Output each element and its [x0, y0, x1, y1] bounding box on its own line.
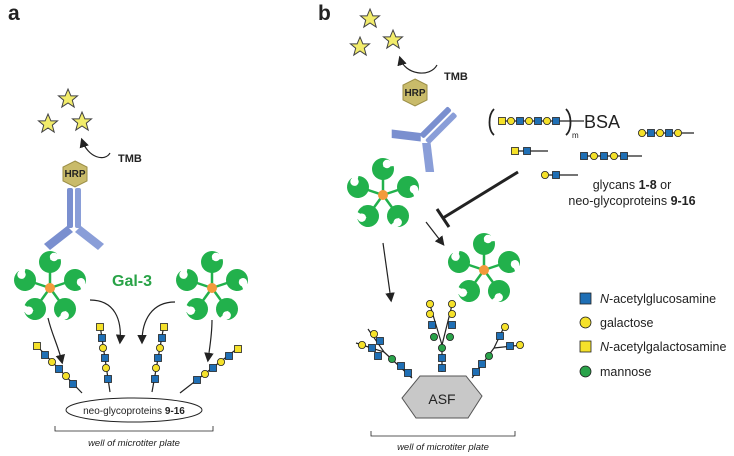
- arrow-b-down: [382, 242, 395, 303]
- hrp-label-a: HRP: [64, 169, 85, 180]
- neo-glycoprotein-oval: [65, 397, 203, 423]
- free-glycan-1: [638, 128, 694, 138]
- galectin-pentamer-right: [173, 251, 251, 324]
- stars-a: [38, 88, 92, 133]
- well-bracket-a: [54, 426, 214, 432]
- antibody-a: [44, 188, 104, 250]
- hrp-a: HRP: [62, 160, 88, 188]
- subscript-m: m: [572, 131, 579, 140]
- panel-label-b: b: [318, 2, 331, 25]
- bsa-label: BSA: [584, 112, 620, 132]
- well-bracket-b: [370, 431, 516, 437]
- legend-gal-icon: [579, 316, 592, 329]
- glycan-chain-a3: [151, 323, 168, 393]
- antibody-b: [387, 89, 474, 177]
- tmb-arrow-b: [397, 55, 438, 74]
- hrp-label-b: HRP: [404, 88, 425, 99]
- glycans-line1: glycans 1-8 or: [593, 178, 672, 192]
- arrow-a-3: [137, 301, 176, 345]
- legend-item-galnac: N-acetylgalactosamine: [600, 340, 726, 354]
- well-label-a: well of microtiter plate: [88, 438, 180, 449]
- hrp-b: HRP: [402, 78, 428, 107]
- galectin-pentamer-left: [11, 251, 89, 324]
- legend: N-acetylglucosamine galactose N-acetylga…: [579, 292, 726, 379]
- legend-item-glcnac: N-acetylglucosamine: [600, 292, 716, 306]
- neo-glycoproteins-label: neo-glycoproteins 9-16: [83, 406, 185, 417]
- tmb-label-b: TMB: [444, 71, 468, 83]
- gal3-label: Gal-3: [112, 273, 152, 290]
- inhibition-bar: [435, 208, 451, 228]
- galectin-pentamer-b-bottom: [445, 233, 523, 306]
- arrow-a-2: [89, 299, 126, 345]
- panel-label-a: a: [8, 2, 20, 25]
- free-glycan-2: [511, 147, 548, 155]
- free-glycan-3: [580, 151, 642, 161]
- tmb-label-a: TMB: [118, 153, 142, 165]
- galectin-pentamer-b-top: [344, 158, 422, 231]
- glycan-chain-a2: [96, 323, 112, 393]
- glycan-chain-a1: [33, 342, 83, 394]
- legend-item-man: mannose: [600, 365, 651, 379]
- asf-label: ASF: [428, 391, 455, 407]
- arrow-a-1: [47, 317, 66, 365]
- stars-b: [350, 8, 403, 56]
- glycan-bsa-conjugate: m BSA: [488, 108, 620, 140]
- arrow-b-diag: [425, 221, 445, 246]
- legend-item-gal: galactose: [600, 316, 654, 330]
- free-glycan-4: [541, 170, 578, 180]
- tmb-arrow-a: [79, 137, 111, 159]
- arrow-a-4: [204, 319, 214, 363]
- legend-man-icon: [579, 365, 592, 378]
- legend-galnac-icon: [579, 340, 592, 353]
- inhibition-line: [442, 170, 519, 220]
- legend-glcnac-icon: [579, 292, 592, 305]
- glycan-chain-a4: [179, 345, 242, 394]
- asf-glycans: [355, 299, 524, 379]
- well-label-b: well of microtiter plate: [397, 442, 489, 453]
- glycans-line2: neo-glycoproteins 9-16: [568, 194, 695, 208]
- asf-protein: [401, 375, 483, 419]
